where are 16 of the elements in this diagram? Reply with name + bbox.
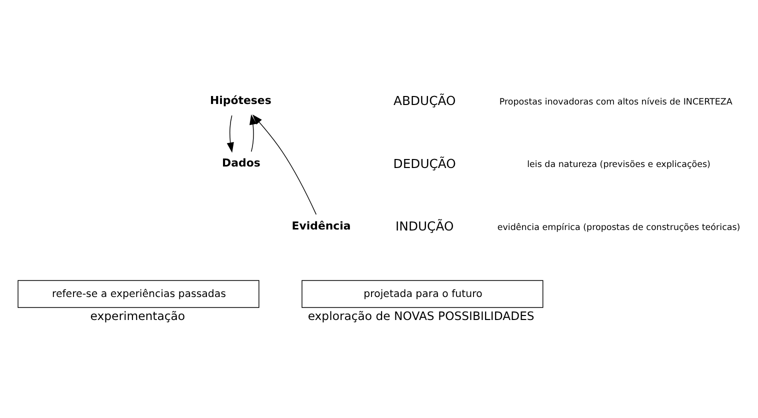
node-text: Dados <box>222 156 260 170</box>
label: ABDUÇÃO <box>394 93 456 108</box>
node-label: exploração de NOVAS POSSIBILIDADES <box>308 308 534 323</box>
label: leis da natureza (previsões e explicações) <box>527 160 710 170</box>
label: DEDUÇÃO <box>393 156 456 171</box>
label: evidência empírica (propostas de construções teóricas) <box>497 222 740 233</box>
node-text: Hipóteses <box>210 94 272 107</box>
arrow <box>249 114 257 152</box>
node-box: projetada para o futuro <box>302 280 544 308</box>
node-label: experimentação <box>90 308 186 323</box>
node-text: Evidência <box>292 219 351 232</box>
node-box: refere-se a experiências passadas <box>18 280 260 308</box>
label: Propostas inovadoras com altos níveis de INCERTEZA <box>499 97 732 108</box>
arrow <box>252 114 317 215</box>
label: INDUÇÃO <box>396 218 454 234</box>
arrow <box>226 115 234 153</box>
